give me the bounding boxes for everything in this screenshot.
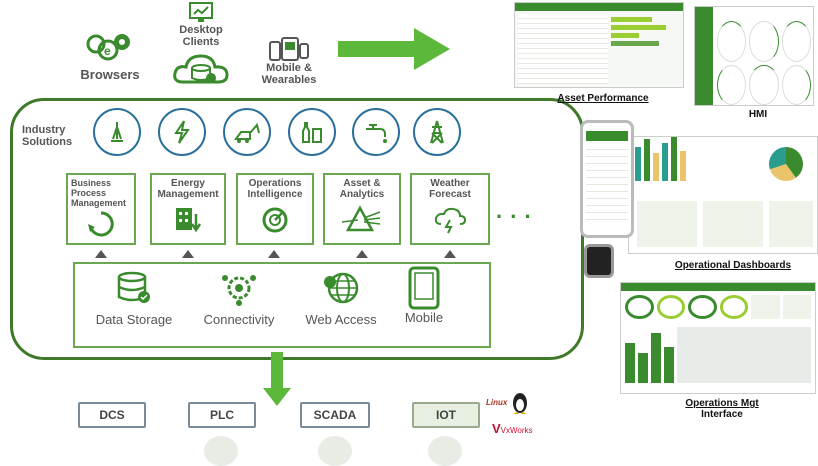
connector-triangle xyxy=(356,250,368,258)
weather-label-2: Forecast xyxy=(429,189,471,200)
connected-gears-icon xyxy=(222,275,256,306)
industry-circle-water[interactable] xyxy=(352,108,400,156)
industry-label-2: Solutions xyxy=(22,136,73,148)
faucet-icon xyxy=(366,124,387,143)
ops-mgt-caption-1: Operations Mgt xyxy=(685,398,759,409)
ellipsis: . . . xyxy=(496,198,532,223)
cloud-database-icon xyxy=(173,54,229,84)
vxworks-logo: VVxWorks xyxy=(492,420,533,438)
globe-icon xyxy=(324,272,359,304)
service-label: Connectivity xyxy=(203,312,275,327)
svg-text:e: e xyxy=(104,44,111,58)
hmi-caption: HMI xyxy=(748,109,768,120)
prism-icon xyxy=(342,205,381,232)
industry-circle-mining[interactable] xyxy=(223,108,271,156)
mobile-group: Mobile & Wearables xyxy=(258,36,320,90)
mobile-label-1: Mobile & xyxy=(266,62,312,74)
tablet-icon xyxy=(408,266,440,310)
connector-triangle xyxy=(182,250,194,258)
storm-cloud-icon xyxy=(434,207,467,234)
solution-operations-intelligence[interactable]: Operations Intelligence xyxy=(236,173,314,245)
screenshot-bars xyxy=(611,14,680,84)
service-label: Web Access xyxy=(305,312,377,327)
scada-box[interactable]: SCADA xyxy=(300,402,370,428)
solution-business-process[interactable]: Business Process Management xyxy=(66,173,136,245)
power-tower-icon xyxy=(430,120,444,144)
bpm-label-3: Management xyxy=(71,198,127,208)
operations-mgt-screenshot xyxy=(620,282,816,394)
mobile-label-2: Wearables xyxy=(261,74,317,86)
service-connectivity[interactable]: Connectivity xyxy=(194,270,284,327)
industry-circle-oil[interactable] xyxy=(93,108,141,156)
operational-dashboards-screenshot xyxy=(628,136,818,254)
industry-solutions-label: Industry Solutions xyxy=(22,124,84,148)
lightning-icon xyxy=(174,120,190,144)
asset-label-1: Asset & xyxy=(343,178,381,189)
service-web-access[interactable]: Web Access xyxy=(296,270,386,327)
connector-triangle xyxy=(268,250,280,258)
gauge-icon xyxy=(262,207,288,233)
iot-box[interactable]: IOT xyxy=(412,402,480,428)
oil-platform-icon xyxy=(111,122,123,142)
connector-triangle xyxy=(444,250,456,258)
ops-label-1: Operations xyxy=(248,178,302,189)
right-arrow xyxy=(338,28,450,70)
operations-mgt-caption: Operations Mgt Interface xyxy=(672,398,772,420)
dcs-box[interactable]: DCS xyxy=(78,402,146,428)
service-mobile[interactable]: Mobile xyxy=(394,266,454,325)
core-services-panel xyxy=(73,262,491,348)
solution-weather-forecast[interactable]: Weather Forecast xyxy=(410,173,490,245)
bpm-label-1: Business xyxy=(71,178,112,188)
ops-mgt-caption-2: Interface xyxy=(701,409,743,420)
device-icon-iot xyxy=(428,436,462,466)
industry-circle-power[interactable] xyxy=(158,108,206,156)
bottles-icon xyxy=(302,122,322,143)
process-cycle-icon xyxy=(88,211,114,237)
service-label: Mobile xyxy=(404,310,444,325)
watch-device xyxy=(584,244,614,278)
excavator-icon xyxy=(234,122,260,143)
hmi-sidebar xyxy=(695,7,713,105)
database-icon xyxy=(117,271,150,303)
browser-icons: e xyxy=(86,34,130,61)
energy-label-1: Energy xyxy=(171,178,205,189)
service-label: Data Storage xyxy=(95,312,173,327)
mobile-devices-icon xyxy=(269,37,309,61)
asset-performance-caption: Asset Performance xyxy=(557,93,649,104)
screenshot-table xyxy=(518,14,608,84)
ops-label-2: Intelligence xyxy=(247,189,303,200)
connector-triangle xyxy=(95,250,107,258)
plc-box[interactable]: PLC xyxy=(188,402,256,428)
asset-label-2: Analytics xyxy=(339,189,385,200)
industry-label-1: Industry xyxy=(22,124,66,136)
linux-label: Linux xyxy=(486,398,508,407)
solution-energy-management[interactable]: Energy Management xyxy=(150,173,226,245)
industry-circle-utility[interactable] xyxy=(413,108,461,156)
asset-performance-screenshot xyxy=(514,2,684,88)
weather-label-1: Weather xyxy=(430,178,470,189)
device-icon-scada xyxy=(318,436,352,466)
bpm-label-2: Process xyxy=(71,188,107,198)
browsers-group: e Browsers xyxy=(80,28,140,88)
hmi-gauge-grid xyxy=(717,21,811,105)
desktop-group: Desktop Clients xyxy=(168,2,234,94)
browsers-label: Browsers xyxy=(80,67,140,82)
screenshot-topbar xyxy=(515,3,683,11)
hmi-screenshot xyxy=(694,6,814,106)
vxworks-label: VxWorks xyxy=(500,426,533,435)
desktop-label-2: Clients xyxy=(182,36,220,48)
solution-asset-analytics[interactable]: Asset & Analytics xyxy=(323,173,401,245)
phone-device xyxy=(580,120,634,238)
vxworks-v-icon: V xyxy=(492,421,501,436)
industry-circle-food[interactable] xyxy=(288,108,336,156)
service-data-storage[interactable]: Data Storage xyxy=(86,270,182,327)
tux-penguin-icon xyxy=(513,393,527,414)
building-icon xyxy=(176,208,202,233)
desktop-monitor-icon xyxy=(189,2,213,22)
device-icon-plc xyxy=(204,436,238,466)
down-arrow xyxy=(263,352,291,406)
energy-label-2: Management xyxy=(157,189,219,200)
desktop-label-1: Desktop xyxy=(179,24,223,36)
operational-dashboards-caption: Operational Dashboards xyxy=(674,260,792,271)
